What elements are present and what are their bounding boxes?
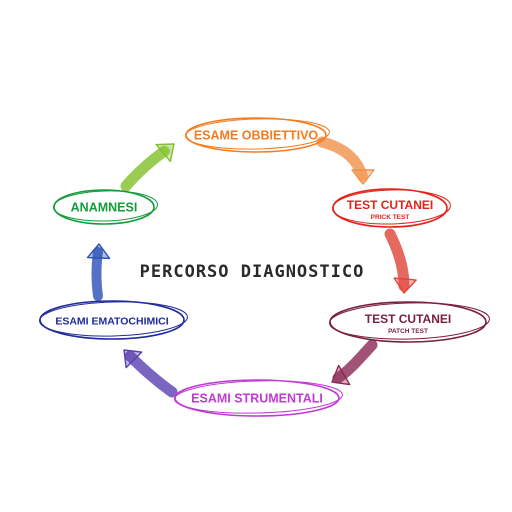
cycle-arrow bbox=[316, 136, 375, 185]
node-ellipse-outline bbox=[331, 189, 451, 225]
node-ellipse-outline bbox=[52, 190, 158, 222]
node-label: TEST CUTANEI bbox=[347, 198, 433, 212]
node-test-cutanei-prick: TEST CUTANEI PRICK TEST bbox=[331, 188, 451, 228]
arrow-hatch bbox=[316, 136, 369, 184]
arrow-hatch bbox=[124, 350, 178, 398]
arrow-head bbox=[393, 277, 417, 294]
arrow-head bbox=[86, 243, 111, 260]
node-label: ESAMI STRUMENTALI bbox=[191, 392, 323, 406]
node-test-cutanei-patch: TEST CUTANEI PATCH TEST bbox=[328, 301, 490, 343]
node-esame-obbiettivo: ESAME OBBIETTIVO bbox=[184, 117, 330, 153]
cycle-arrow bbox=[123, 349, 178, 398]
node-label: ESAMI EMATOCHIMICI bbox=[55, 316, 168, 328]
arrow-head bbox=[331, 364, 351, 386]
arrows-layer bbox=[86, 136, 417, 398]
node-esami-ematochimici: ESAMI EMATOCHIMICI bbox=[38, 300, 188, 340]
node-ellipse-outline bbox=[38, 301, 188, 337]
node-ellipse-outline bbox=[174, 380, 343, 414]
arrow-head bbox=[351, 169, 375, 185]
node-sublabel: PRICK TEST bbox=[371, 214, 410, 221]
node-sublabel: PATCH TEST bbox=[388, 328, 428, 335]
arrow-hatch bbox=[384, 228, 410, 292]
cycle-arrow bbox=[120, 143, 175, 192]
node-anamnesi: ANAMNESI bbox=[52, 189, 158, 225]
cycle-arrow bbox=[384, 228, 417, 294]
cycle-arrow bbox=[86, 243, 111, 301]
node-esami-strumentali: ESAMI STRUMENTALI bbox=[174, 379, 343, 417]
arrow-hatch bbox=[120, 144, 172, 192]
arrow-head bbox=[155, 143, 175, 163]
node-label: ANAMNESI bbox=[71, 201, 138, 215]
cycle-arrow bbox=[331, 339, 378, 386]
center-title: PERCORSO DIAGNOSTICO bbox=[140, 262, 365, 282]
arrow-hatch bbox=[332, 339, 378, 384]
arrow-head bbox=[123, 349, 143, 369]
arrow-hatch bbox=[91, 247, 103, 301]
node-ellipse bbox=[53, 189, 155, 225]
node-ellipse-outline bbox=[184, 118, 330, 150]
node-ellipse-outline bbox=[328, 302, 490, 340]
node-label: ESAME OBBIETTIVO bbox=[194, 129, 319, 143]
node-label: TEST CUTANEI bbox=[365, 312, 451, 326]
